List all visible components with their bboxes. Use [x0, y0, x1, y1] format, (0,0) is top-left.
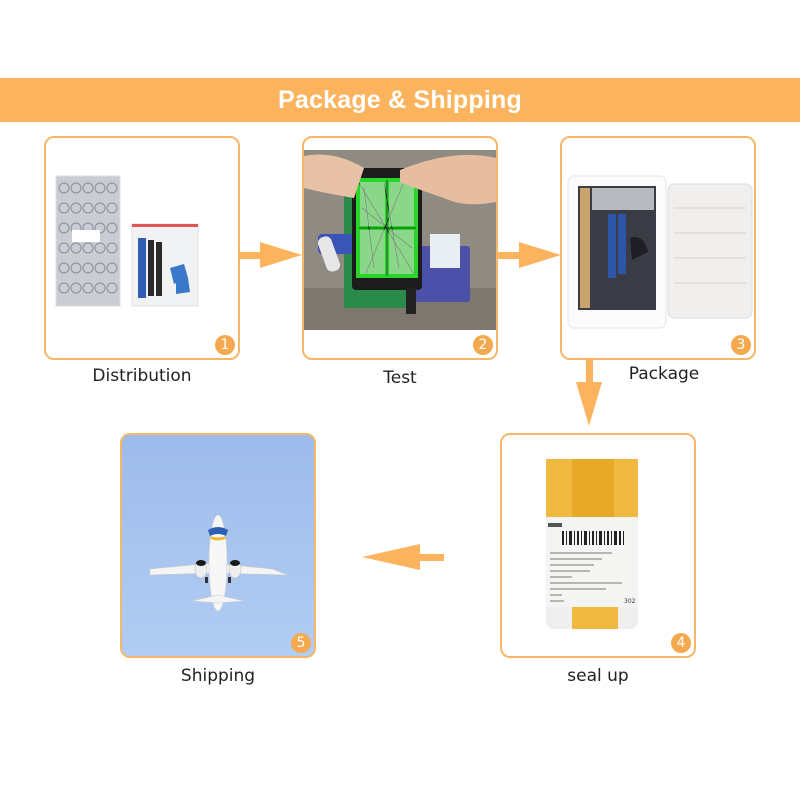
- page-title: Package & Shipping: [278, 85, 522, 114]
- step-label-shipping: Shipping: [180, 666, 256, 686]
- step-number-badge: 3: [731, 335, 751, 355]
- package-photo: [567, 175, 753, 329]
- arrow-right-icon: [497, 242, 561, 268]
- arrow-left-icon: [362, 544, 444, 570]
- step-card-seal-up: 302 4: [500, 433, 696, 658]
- distribution-photo: [55, 175, 199, 307]
- step-number-badge: 5: [291, 633, 311, 653]
- step-card-package: 3: [560, 136, 756, 360]
- step-number-badge: 4: [671, 633, 691, 653]
- test-photo: [304, 150, 496, 330]
- seal-up-photo: 302: [546, 459, 638, 629]
- arrow-right-icon: [238, 242, 302, 268]
- step-card-distribution: 1: [44, 136, 240, 360]
- step-label-package: Package: [628, 364, 700, 384]
- step-number-badge: 1: [215, 335, 235, 355]
- step-card-test: 2: [302, 136, 498, 360]
- step-number-badge: 2: [473, 335, 493, 355]
- shipping-label-code: 302: [624, 598, 636, 605]
- shipping-photo: [122, 435, 314, 656]
- step-label-seal-up: seal up: [567, 666, 629, 686]
- step-label-distribution: Distribution: [92, 366, 192, 386]
- step-label-test: Test: [383, 368, 417, 388]
- airplane-icon: [149, 514, 289, 612]
- arrow-down-icon: [576, 358, 602, 426]
- header-banner: Package & Shipping: [0, 78, 800, 122]
- step-card-shipping: 5: [120, 433, 316, 658]
